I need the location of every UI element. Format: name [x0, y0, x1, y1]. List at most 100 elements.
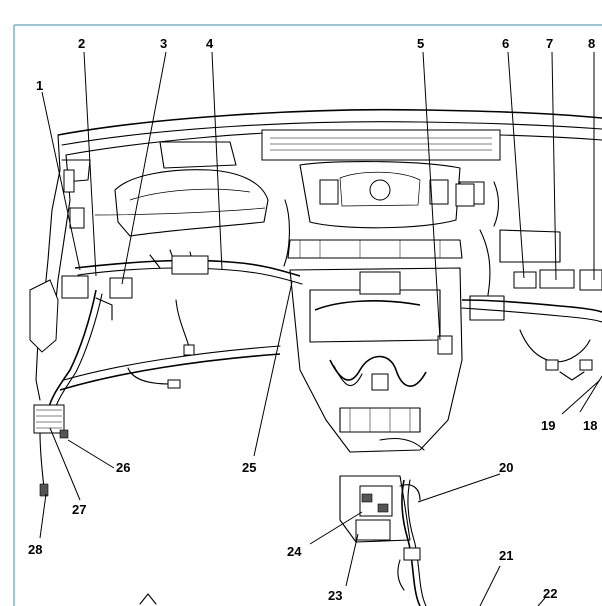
- callout-22: 22: [543, 586, 557, 601]
- right-harness-2: [461, 307, 602, 323]
- leader-28: [39, 493, 47, 539]
- direction-arrow: [139, 593, 157, 605]
- lower-harness-branch: [397, 559, 405, 591]
- right-loop-connector-2: [579, 359, 593, 371]
- leader-20: [417, 473, 501, 503]
- console-center-connector: [371, 373, 389, 391]
- left-pigtail-end: [39, 483, 49, 497]
- right-module-7: [539, 269, 575, 289]
- leader-5: [422, 51, 441, 341]
- right-upper-wire: [493, 181, 500, 227]
- console-harness-loop-2: [333, 365, 363, 387]
- leader-4: [211, 51, 223, 271]
- console-lower-box: [339, 407, 421, 433]
- right-riser: [479, 229, 491, 296]
- callout-21: 21: [499, 548, 513, 563]
- callout-19: 19: [541, 418, 555, 433]
- harness-left-junction: [171, 255, 209, 275]
- lower-cross-beam: [59, 353, 281, 391]
- left-body-connector: [33, 404, 65, 434]
- callout-5: 5: [417, 36, 424, 51]
- leader-21: [479, 565, 501, 606]
- left-bracket-tab: [63, 169, 75, 193]
- lower-pedestal: [339, 475, 411, 543]
- left-drop-connector: [183, 344, 195, 356]
- console-harness-top: [314, 300, 421, 311]
- console-body: [289, 267, 463, 453]
- right-module-8: [579, 269, 602, 291]
- pedestal-base: [355, 519, 391, 541]
- leader-26: [67, 439, 115, 469]
- leader-23: [345, 533, 359, 587]
- leader-6: [507, 51, 525, 279]
- right-loop-harness: [519, 329, 591, 363]
- leader-24: [309, 511, 363, 545]
- console-top-module: [359, 271, 401, 295]
- right-loop-tail: [559, 371, 585, 381]
- leader-1: [41, 91, 81, 271]
- center-knob: [369, 179, 391, 201]
- callout-23: 23: [328, 588, 342, 603]
- left-side-bracket: [29, 279, 59, 353]
- leader-27: [49, 427, 81, 501]
- left-module-2: [109, 277, 133, 299]
- callout-4: 4: [206, 36, 214, 51]
- left-connector-block: [69, 207, 85, 229]
- callout-labels: 1 2 3 4 5 6 7 8 18 19 20 21 22 23 24 25 …: [28, 36, 597, 603]
- left-body-connector-pins: [36, 409, 62, 429]
- center-right-bracket: [429, 179, 449, 205]
- right-module-upper: [499, 229, 561, 263]
- harness-trunk-left: [74, 259, 301, 277]
- callout-18: 18: [583, 418, 597, 433]
- lower-cross-beam-inner: [63, 345, 281, 381]
- left-top-panel: [159, 141, 237, 169]
- console-inner-frame: [309, 289, 441, 343]
- console-lower-ribs: [349, 408, 411, 432]
- callout-2: 2: [78, 36, 85, 51]
- leader-22: [537, 597, 546, 606]
- console-harness-loops: [329, 355, 427, 387]
- left-pigtail-wire: [39, 432, 45, 489]
- leader-2: [83, 51, 97, 277]
- callout-20: 20: [499, 460, 513, 475]
- right-side-block: [469, 295, 505, 321]
- callout-8: 8: [588, 36, 595, 51]
- callout-1: 1: [36, 78, 43, 93]
- dash-top-inner: [61, 121, 602, 146]
- center-rail-ribs: [299, 240, 441, 258]
- left-lower-pigtail: [127, 367, 171, 385]
- callout-6: 6: [502, 36, 509, 51]
- leader-25: [253, 281, 293, 457]
- callout-25: 25: [242, 460, 256, 475]
- leader-7: [551, 51, 557, 281]
- left-module-wire: [95, 297, 113, 321]
- right-connector-6: [513, 271, 537, 289]
- lower-harness-clip: [403, 547, 421, 561]
- pedestal-connector-a: [361, 493, 373, 503]
- pedestal-connector-b: [377, 503, 389, 513]
- left-rail: [94, 207, 266, 216]
- left-drop-wire: [175, 299, 191, 351]
- right-loop-connector: [545, 359, 559, 371]
- left-harness-down: [47, 289, 97, 411]
- left-clip: [59, 429, 69, 439]
- center-stack-inner: [339, 171, 421, 207]
- dash-left-end: [35, 134, 61, 401]
- frame: [13, 24, 602, 606]
- leader-lines: [39, 51, 602, 606]
- dash-inner-right: [499, 134, 602, 141]
- left-upper-opening: [114, 169, 269, 237]
- callout-3: 3: [160, 36, 167, 51]
- left-lower-pigtail-connector: [167, 379, 181, 389]
- leader-19: [561, 379, 601, 415]
- left-vent-outline: [61, 159, 91, 183]
- center-stack-opening: [299, 161, 461, 229]
- console-bottom-wire: [379, 437, 425, 451]
- callout-26: 26: [116, 460, 130, 475]
- harness-trunk-left-2: [77, 267, 303, 285]
- center-left-wire: [283, 199, 290, 267]
- center-vent-slats: [270, 137, 492, 151]
- callout-24: 24: [287, 544, 302, 559]
